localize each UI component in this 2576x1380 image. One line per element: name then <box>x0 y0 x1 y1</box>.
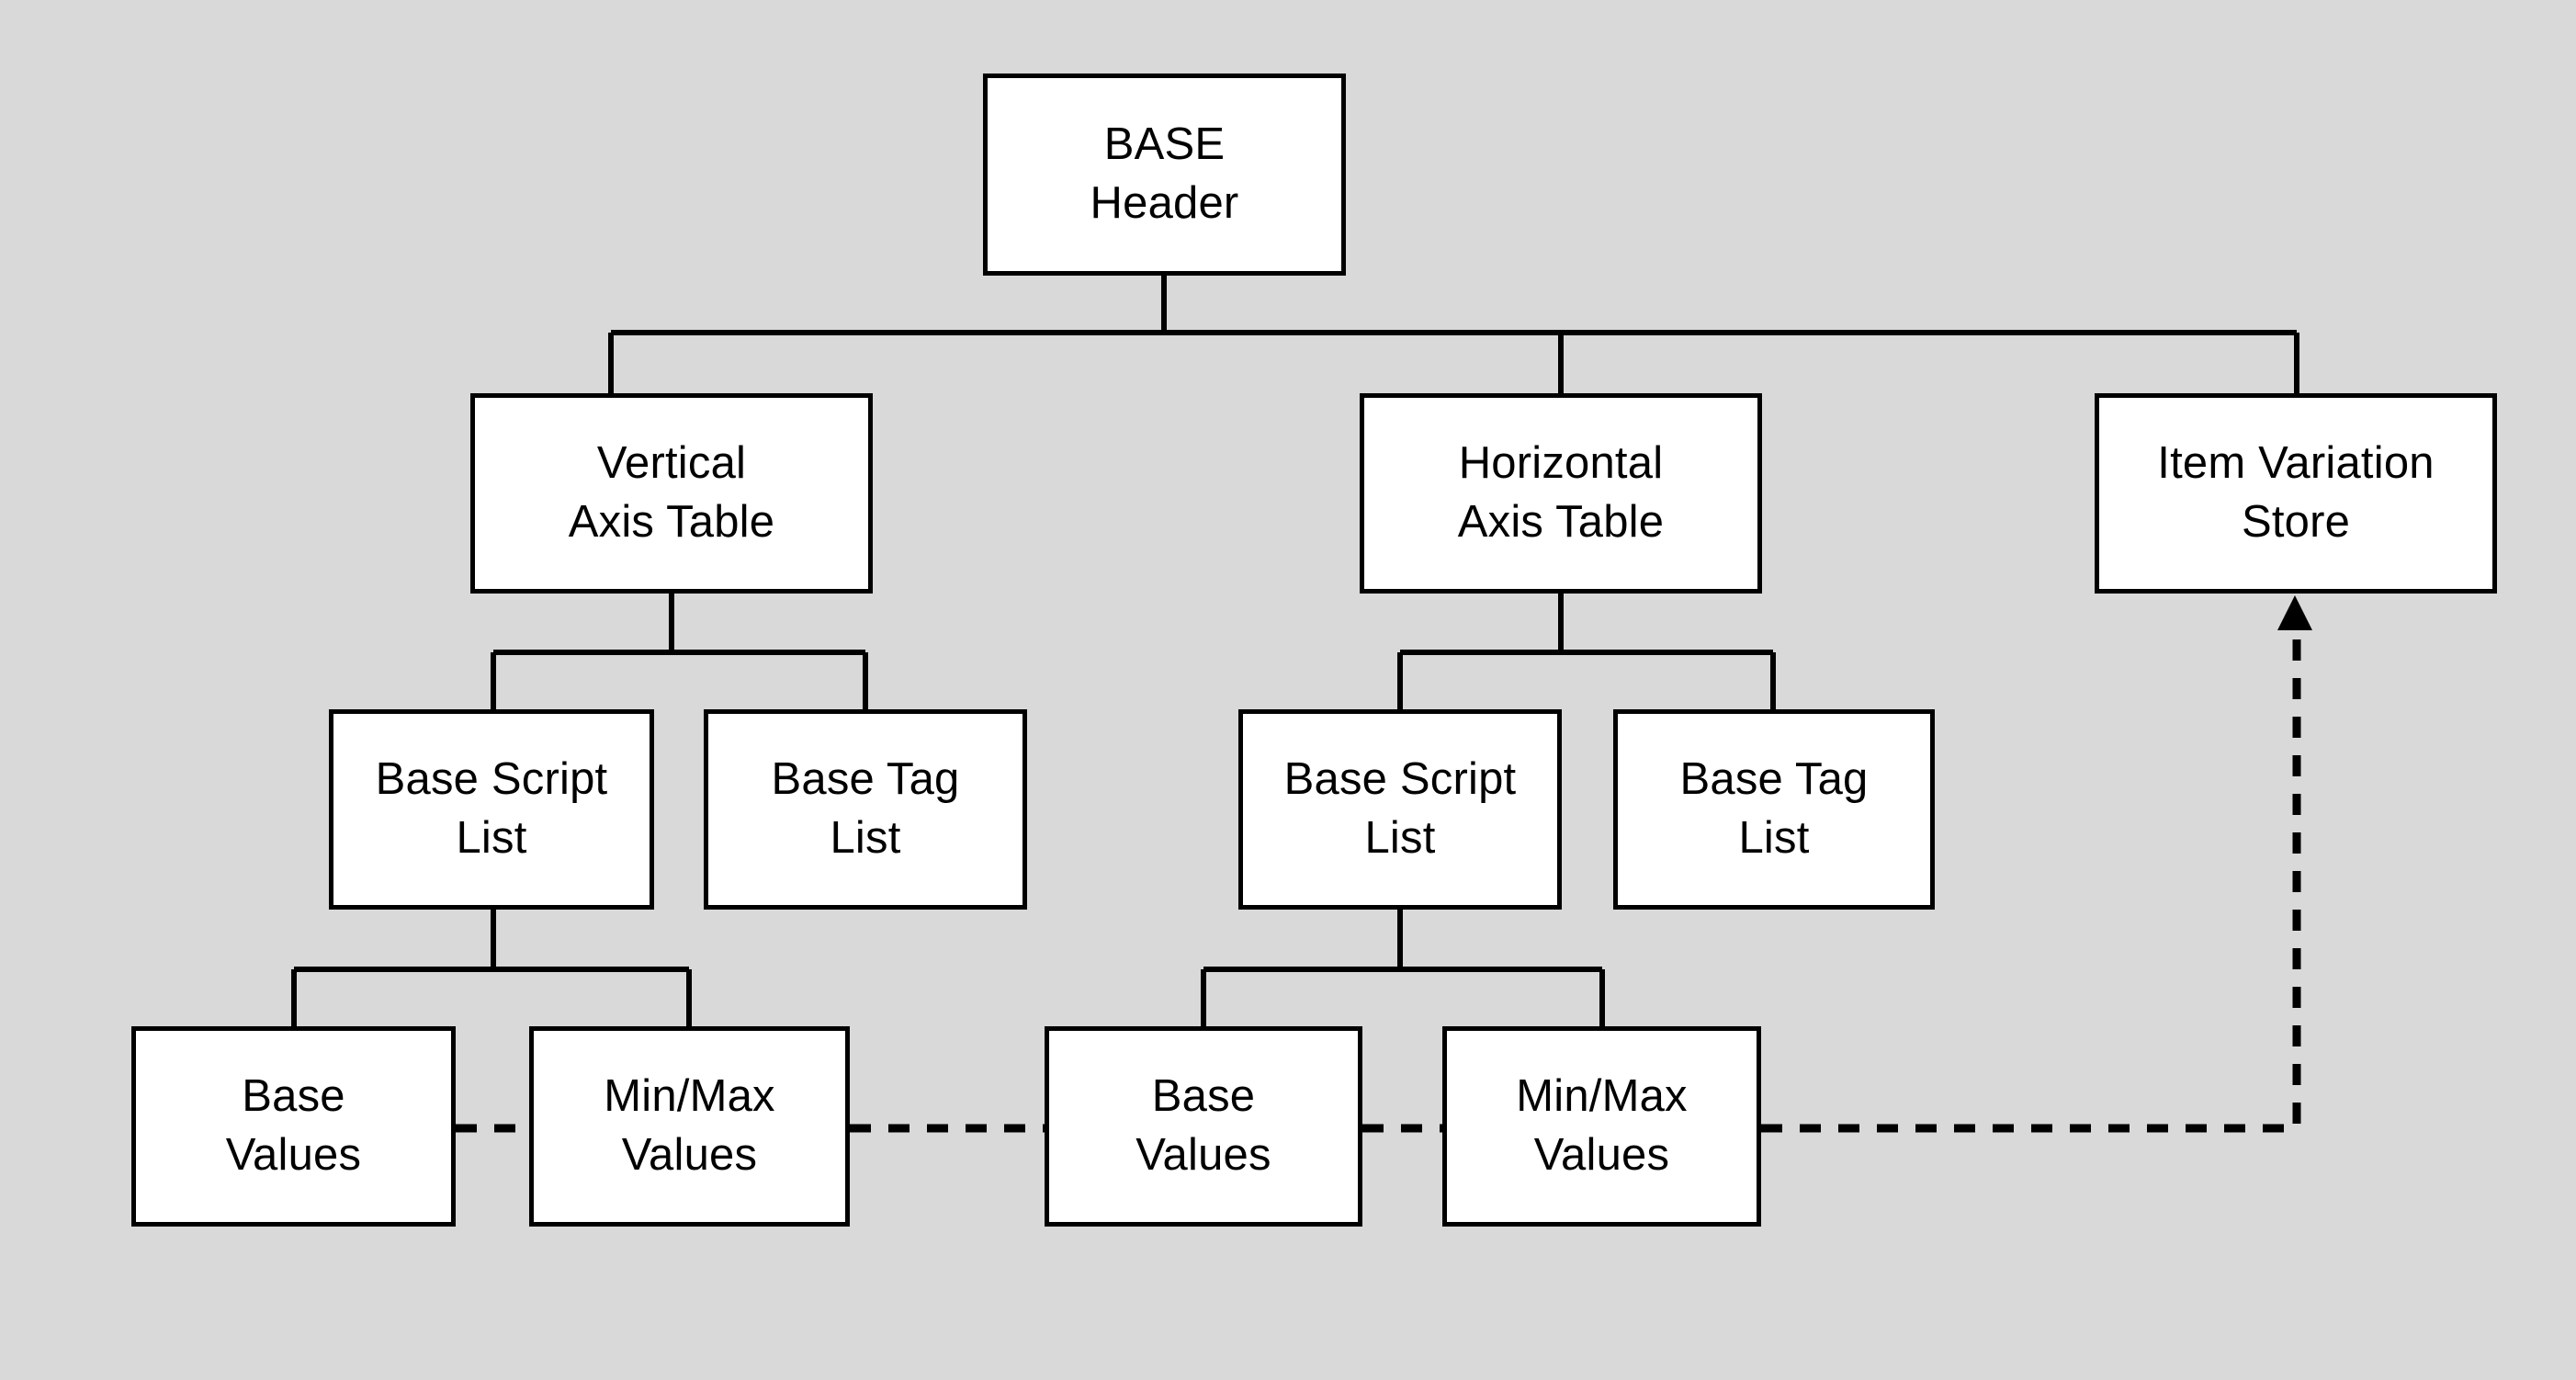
node-base-header[interactable]: BASE Header <box>983 74 1346 276</box>
node-label-line2: Values <box>225 1130 362 1180</box>
node-label-line1: Base Tag <box>771 754 960 805</box>
node-label-line1: Base <box>242 1071 345 1122</box>
node-label-line1: Min/Max <box>1516 1071 1688 1122</box>
node-base-tag-list-left[interactable]: Base Tag List <box>704 709 1027 910</box>
node-base-script-list-left[interactable]: Base Script List <box>329 709 654 910</box>
node-label-line1: Base Script <box>375 754 608 805</box>
node-base-values-left[interactable]: Base Values <box>131 1026 456 1227</box>
node-min-max-values-left[interactable]: Min/Max Values <box>529 1026 850 1227</box>
node-label-line2: Axis Table <box>568 497 775 547</box>
node-label-line1: Base Script <box>1283 754 1517 805</box>
node-label-line2: Header <box>1090 178 1239 228</box>
node-item-variation-store[interactable]: Item Variation Store <box>2095 393 2497 594</box>
node-label-line2: List <box>1364 813 1436 863</box>
node-label-line2: Store <box>2241 497 2351 547</box>
node-label-line2: Values <box>1135 1130 1271 1180</box>
node-label-line2: Axis Table <box>1457 497 1665 547</box>
arrowhead-to-item-variation-store <box>2277 595 2312 630</box>
node-label-line1: Horizontal <box>1458 438 1664 489</box>
node-base-values-right[interactable]: Base Values <box>1045 1026 1362 1227</box>
node-label-line1: Vertical <box>596 438 747 489</box>
node-horizontal-axis-table[interactable]: Horizontal Axis Table <box>1360 393 1762 594</box>
node-label-line1: Item Variation <box>2157 438 2435 489</box>
node-label-line2: List <box>830 813 901 863</box>
node-label-line2: Values <box>621 1130 758 1180</box>
node-label-line1: BASE <box>1103 119 1226 170</box>
node-label-line2: List <box>1738 813 1810 863</box>
node-base-script-list-right[interactable]: Base Script List <box>1238 709 1562 910</box>
node-base-tag-list-right[interactable]: Base Tag List <box>1613 709 1935 910</box>
node-label-line2: Values <box>1533 1130 1670 1180</box>
node-label-line1: Min/Max <box>604 1071 775 1122</box>
node-min-max-values-right[interactable]: Min/Max Values <box>1442 1026 1761 1227</box>
node-label-line1: Base <box>1151 1071 1256 1122</box>
node-vertical-axis-table[interactable]: Vertical Axis Table <box>470 393 873 594</box>
node-label-line2: List <box>456 813 527 863</box>
node-label-line1: Base Tag <box>1679 754 1869 805</box>
